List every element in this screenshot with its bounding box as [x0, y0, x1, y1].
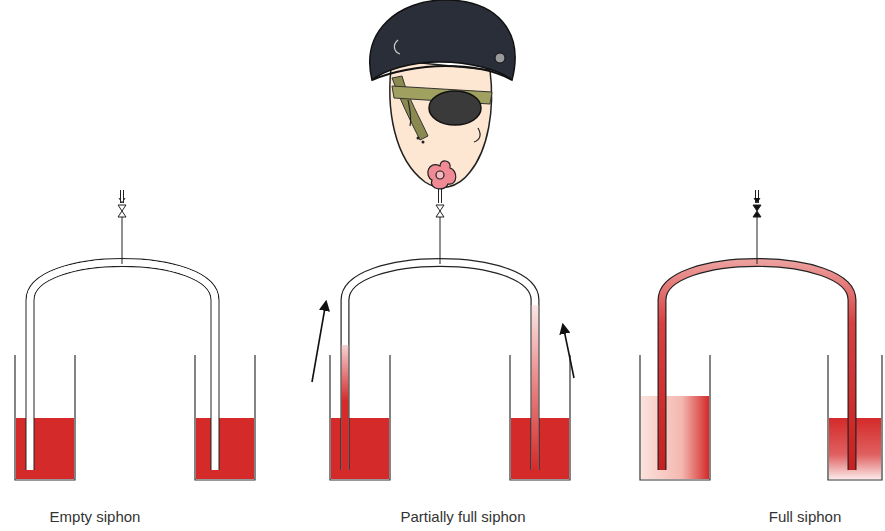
caption: Partially full siphon — [400, 508, 525, 525]
partial-siphon — [312, 263, 574, 481]
full-siphon — [640, 263, 882, 481]
cartoon-head — [370, 0, 515, 189]
valves — [118, 188, 761, 264]
caption: Empty siphon — [50, 508, 141, 525]
empty-siphon — [15, 263, 255, 481]
caption: Full siphon — [769, 508, 842, 525]
